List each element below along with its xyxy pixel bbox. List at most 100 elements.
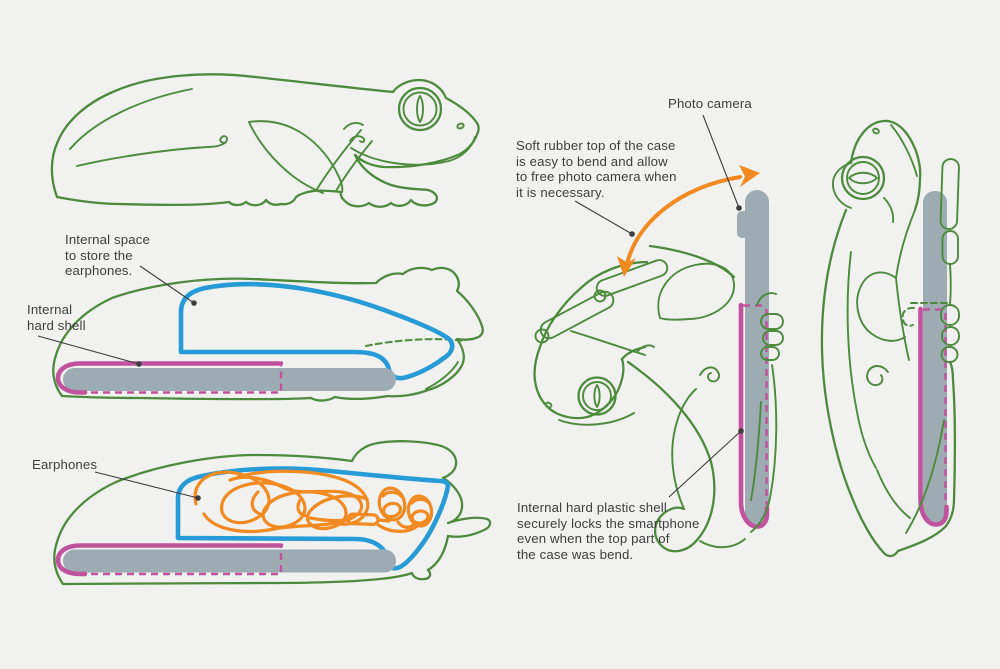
- frog-thigh-inner: [248, 121, 324, 194]
- bent-frog-toe-pad: [593, 289, 607, 303]
- bent-frog-eye-pupil: [593, 384, 601, 408]
- top-frog-eye-socket: [832, 162, 852, 209]
- leader-dot: [191, 300, 197, 306]
- earbud-inner: [382, 501, 402, 519]
- bent-frog-brow-hook: [637, 344, 655, 352]
- leader-line-hard-shell: [37, 335, 140, 365]
- top-frog-toe: [940, 304, 960, 326]
- earphones-tangle: [193, 469, 434, 533]
- frog-side-line: [76, 135, 228, 167]
- earbud: [406, 494, 434, 528]
- leader-line-soft-rubber: [574, 200, 633, 235]
- earphone-plug-tip: [376, 518, 391, 523]
- bent-frog-toe: [760, 313, 784, 330]
- label-internal-space: Internal space to store the earphones.: [65, 232, 150, 279]
- case-outline: [52, 266, 484, 402]
- bent-frog-toe-pad: [534, 328, 550, 344]
- top-frog-shoulder: [895, 209, 916, 279]
- smartphone-body: [63, 549, 396, 573]
- earphone-cable: [396, 520, 416, 529]
- frog-shin-line: [316, 129, 362, 190]
- bent-frog-toe: [760, 346, 780, 361]
- leader-dot: [136, 361, 142, 367]
- top-frog-eye-pupil: [848, 171, 878, 185]
- top-frog-body-left: [820, 208, 900, 558]
- frog-thigh-line: [248, 120, 344, 193]
- bent-frog-spiral: [699, 366, 720, 383]
- figure-case-bent: [533, 190, 784, 553]
- top-frog-edge-mid: [949, 264, 952, 305]
- top-frog-spiral: [866, 365, 889, 386]
- label-internal-hard-shell: Internal hard shell: [27, 302, 86, 333]
- earbud-arc: [410, 497, 431, 505]
- hard-shell-outline: [55, 361, 284, 395]
- top-frog-nostril: [872, 127, 880, 135]
- leader-dot: [736, 205, 742, 211]
- bend-arrow-arc: [625, 175, 742, 266]
- leader-lines: [37, 114, 744, 501]
- bent-frog-front-limb: [539, 290, 615, 340]
- top-frog-toe: [940, 346, 959, 363]
- leader-line-earphones: [94, 471, 199, 499]
- earphone-cable: [202, 475, 364, 533]
- earphone-cable: [375, 522, 419, 533]
- figure-case-top-view: [820, 119, 960, 558]
- smartphone-body-vertical: [745, 190, 769, 528]
- leader-dot: [195, 495, 201, 501]
- bent-frog-toe: [762, 330, 784, 346]
- top-frog-eye-outer: [840, 155, 886, 201]
- earbud-arc: [381, 490, 403, 498]
- bent-frog-leg-edge: [750, 364, 778, 533]
- top-frog-bottom-inner: [876, 469, 911, 519]
- frog-nostril: [456, 122, 465, 130]
- label-soft-rubber-top: Soft rubber top of the case is easy to b…: [516, 138, 677, 200]
- bent-frog-eye-inner: [582, 381, 612, 411]
- bent-frog-nostril: [544, 401, 553, 409]
- smartphone-body: [63, 368, 396, 391]
- leader-line-photo-camera: [702, 114, 740, 209]
- earbud: [377, 486, 407, 522]
- case-hidden-head-dashes: [365, 338, 466, 347]
- top-frog-head: [849, 119, 922, 212]
- figure-frog-side-view: [50, 73, 480, 208]
- hard-shell-dashed: [91, 547, 283, 576]
- frog-outline: [50, 73, 480, 208]
- earphone-cable: [296, 498, 308, 518]
- earphone-cable: [250, 490, 262, 516]
- frog-eye-pupil: [416, 95, 424, 123]
- top-frog-body-right: [896, 360, 957, 553]
- frog-back-line: [69, 88, 193, 150]
- top-frog-head-inner: [890, 124, 918, 177]
- bent-frog-head: [533, 260, 649, 420]
- earbud-inner: [410, 509, 430, 525]
- top-frog-folded-leg: [856, 271, 906, 342]
- bent-frog-scapula: [657, 262, 735, 321]
- frog-mouth-line: [350, 136, 476, 166]
- figure-case-earphones: [53, 440, 492, 586]
- earphone-cable: [193, 470, 369, 531]
- bent-frog-brow: [570, 330, 646, 356]
- bend-arrow-head-right: [739, 165, 760, 187]
- top-frog-toe: [941, 326, 960, 346]
- bent-frog-foot-bottom: [699, 538, 746, 549]
- top-frog-inner-line: [895, 277, 910, 361]
- bent-frog-eye-outer: [577, 376, 617, 416]
- bent-frog-hind-inner: [671, 388, 697, 510]
- bent-frog-leg-over-phone: [750, 401, 762, 501]
- frog-shin-line-2: [335, 140, 373, 192]
- frog-eye-inner: [402, 91, 438, 127]
- bent-frog-hind-foot: [653, 506, 699, 553]
- case-outline-open: [53, 440, 492, 586]
- top-frog-hidden-curl: [901, 306, 915, 327]
- leader-line-internal-space: [139, 265, 195, 304]
- leader-line-hard-plastic: [668, 430, 742, 498]
- label-internal-hard-plastic: Internal hard plastic shell securely loc…: [517, 500, 700, 562]
- bent-frog-knuckle: [756, 292, 777, 306]
- top-frog-arm: [941, 230, 959, 265]
- frog-eye-outer: [397, 86, 443, 132]
- bend-arrow-head-down: [617, 256, 636, 277]
- hard-shell-dashed: [91, 365, 283, 394]
- top-frog-leg-over-phone: [905, 419, 945, 534]
- figure-case-internal-space: [52, 266, 484, 402]
- frog-cheek-curl: [343, 121, 364, 130]
